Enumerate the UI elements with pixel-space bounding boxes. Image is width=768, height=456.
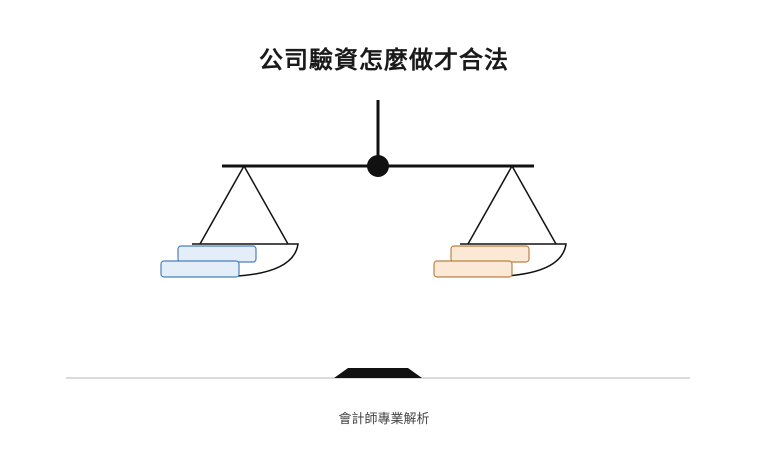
left-pan	[192, 243, 299, 277]
left-card-top	[177, 245, 257, 263]
right-string-inner	[511, 165, 557, 245]
right-string-outer	[467, 165, 513, 245]
left-card-bottom	[160, 260, 240, 278]
left-string-inner	[243, 165, 289, 245]
stacked-cards-icon	[160, 245, 257, 278]
right-card-top	[450, 245, 530, 263]
caption-text: 會計師專業解析	[338, 412, 430, 427]
stacked-cards-icon	[433, 245, 530, 278]
right-card-bottom	[433, 260, 513, 278]
page-title: 公司驗資怎麼做才合法	[259, 46, 509, 74]
left-string-outer	[199, 165, 245, 245]
scale-base	[334, 368, 422, 378]
scale-pivot	[367, 155, 389, 177]
